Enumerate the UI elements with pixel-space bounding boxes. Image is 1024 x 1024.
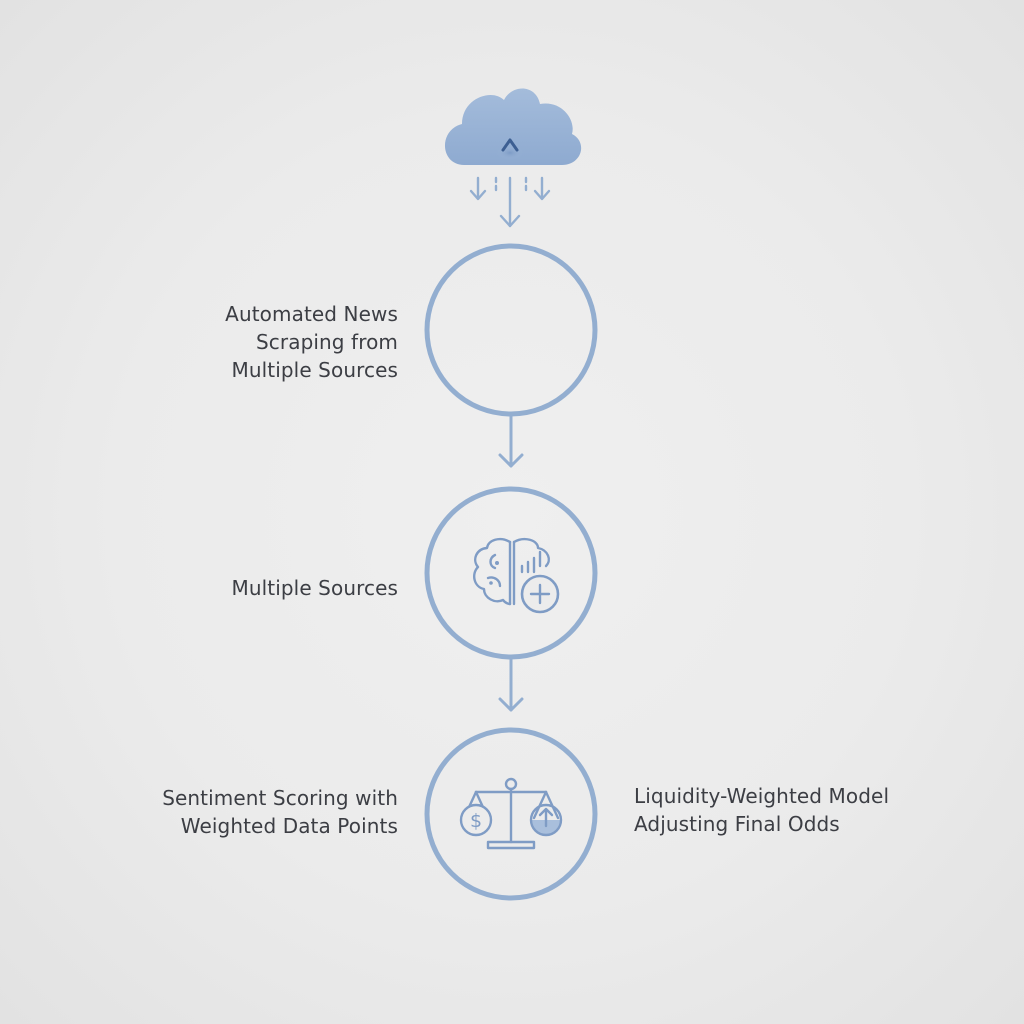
connector-arrow-2: [498, 655, 524, 712]
svg-text:$: $: [470, 810, 482, 832]
connector-arrow-1: [498, 412, 524, 468]
download-arrows-icon: [469, 176, 551, 228]
balance-scale-icon: $: [459, 777, 563, 850]
step-1-circle: [424, 243, 598, 417]
cloud-upload-icon: [444, 88, 582, 165]
step-3-right-label: Liquidity-Weighted Model Adjusting Final…: [634, 784, 890, 836]
step-3-circle: [424, 727, 598, 901]
step-3-label: Sentiment Scoring with Weighted Data Poi…: [162, 786, 398, 838]
brain-chart-plus-icon: [472, 537, 560, 614]
step-2-label: Multiple Sources: [231, 576, 398, 600]
step-1-label: Automated News Scraping from Multiple So…: [225, 302, 398, 382]
